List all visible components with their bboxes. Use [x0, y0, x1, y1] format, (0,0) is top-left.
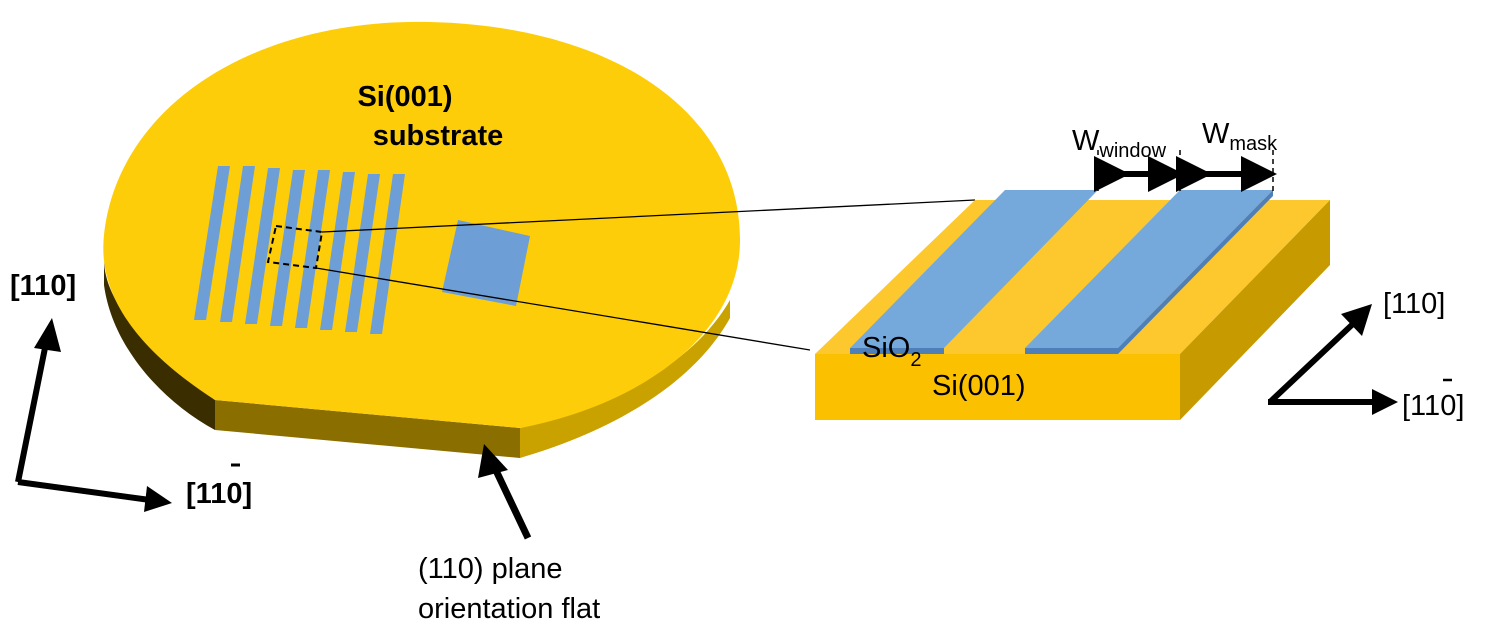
wafer-axis-horizontal-label: [110]: [186, 463, 252, 510]
zoom-line-top: [321, 199, 976, 233]
stripe-pattern: [194, 166, 405, 334]
axis-block-right-arrowhead: [1372, 389, 1398, 415]
width-markers: [1094, 150, 1277, 192]
axis-diagonal-arrowhead: [1341, 304, 1372, 336]
wafer-side-edge: [104, 262, 215, 430]
flat-pointer-arrowhead: [478, 444, 508, 478]
wafer-axes: [15, 318, 172, 512]
oxide-stripe-left-edge: [850, 348, 944, 354]
oxide-stripe-right-edge: [1025, 348, 1118, 354]
mask-stripe: [295, 170, 330, 328]
block-axis-diagonal-label: [110]: [1383, 288, 1445, 320]
mask-square: [442, 220, 530, 306]
zoom-line-bottom: [315, 267, 811, 351]
oxide-label: SiO2: [862, 332, 921, 371]
wafer-flat-edge: [215, 400, 520, 458]
block-axes: [1267, 304, 1398, 415]
flat-pointer: [478, 444, 532, 540]
wafer-flat-edge-right: [520, 300, 730, 458]
axis-up-arrowhead: [34, 318, 61, 352]
block-substrate-label: Si(001): [932, 370, 1026, 402]
wafer-title-line2: substrate: [373, 120, 504, 152]
oxide-stripe-side-edge: [1118, 190, 1273, 354]
substrate-block: SiO2 Si(001): [815, 190, 1330, 420]
wafer-axis-vertical-label: [110]: [10, 270, 76, 302]
mask-stripe: [345, 174, 380, 332]
flat-caption-line1: (110) plane: [418, 553, 563, 585]
mask-stripe: [194, 166, 230, 320]
mask-stripe: [270, 170, 305, 326]
mask-stripe: [320, 172, 355, 330]
block-side-face: [1180, 200, 1330, 420]
oxide-stripe-right: [1025, 190, 1273, 348]
mask-stripe: [370, 174, 405, 334]
mask-stripe: [220, 166, 255, 322]
window-width-label: Wwindow: [1072, 125, 1167, 162]
axis-right-arrowhead: [144, 486, 172, 512]
wafer: Si(001) substrate: [103, 21, 976, 458]
block-axis-horizontal-label: [110]: [1402, 378, 1464, 422]
svg-text:[110]: [110]: [186, 478, 252, 510]
block-front-face: [815, 354, 1180, 420]
flat-caption-line2: orientation flat: [418, 593, 600, 625]
wafer-top-face: [103, 21, 740, 429]
mask-stripe: [245, 168, 280, 324]
svg-text:[110]: [110]: [1402, 390, 1464, 422]
wafer-title-line1: Si(001): [357, 81, 452, 113]
oxide-stripe-left: [850, 190, 1098, 348]
mask-width-label: Wmask: [1202, 118, 1278, 155]
